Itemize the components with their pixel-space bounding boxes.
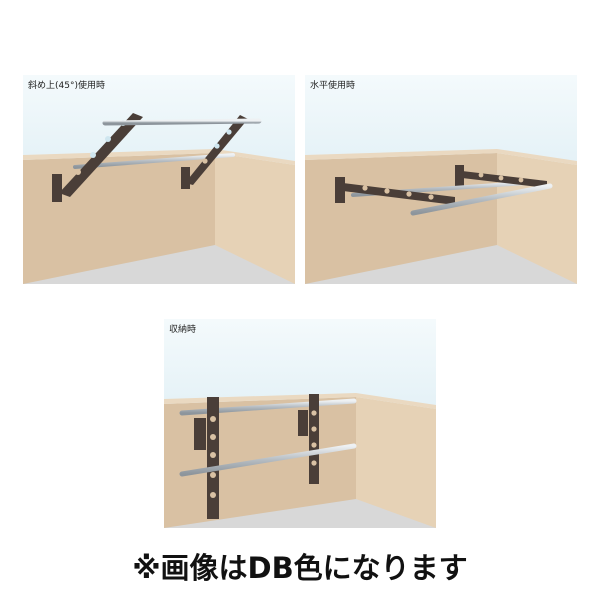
panel-horizontal-illustration [305, 75, 577, 284]
panel-stored-illustration [164, 319, 436, 528]
bracket-right [181, 167, 190, 189]
arm-right [462, 171, 547, 188]
panel-horizontal-use: 水平使用時 [305, 75, 577, 284]
arm-left [59, 113, 143, 197]
panel-caption: 斜め上(45°)使用時 [28, 81, 105, 91]
bracket-left [335, 177, 345, 203]
panel-caption: 水平使用時 [310, 81, 356, 91]
arm-right [298, 394, 319, 484]
bracket-right [455, 165, 464, 187]
arm-right [185, 115, 248, 185]
panel-diagonal-illustration [23, 75, 295, 284]
color-note: ※画像はDB色になります [132, 551, 468, 585]
arm-left [194, 397, 219, 519]
panel-caption: 収納時 [169, 325, 197, 335]
arm-left [343, 183, 455, 205]
panel-diagonal-use: 斜め上(45°)使用時 [23, 75, 295, 284]
panel-stored: 収納時 [164, 319, 436, 528]
bracket-left [52, 174, 62, 202]
